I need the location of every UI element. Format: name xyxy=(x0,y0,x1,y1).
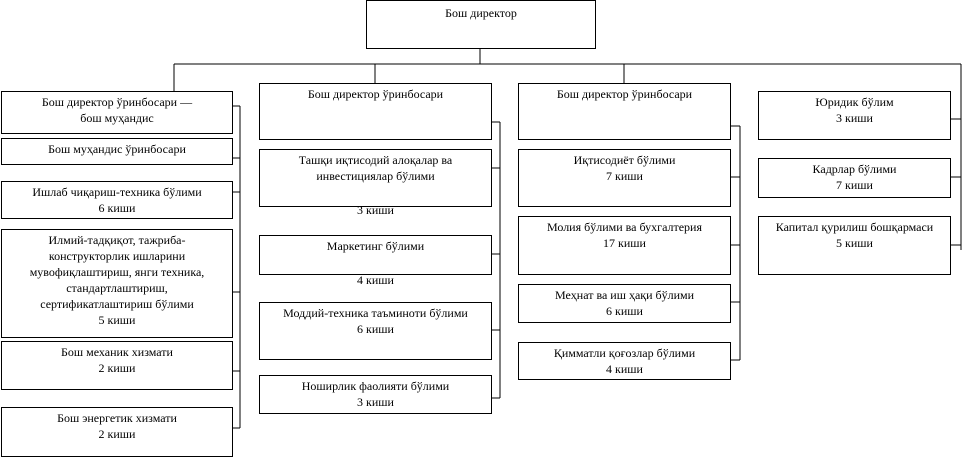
department-name: инвестициялар бўлими xyxy=(316,169,435,183)
department-box: Бош директор ўринбосари xyxy=(518,83,731,140)
department-box: Илмий-тадқиқот, тажриба-конструкторлик и… xyxy=(1,229,233,338)
staff-count: 6 киши xyxy=(357,322,394,336)
staff-count: 2 киши xyxy=(98,361,136,375)
department-name: Бош директор ўринбосари xyxy=(556,87,693,101)
department-name: сертификатлаштириш бўлими xyxy=(40,297,194,311)
department-name: Моддий-техника таъминоти бўлими xyxy=(283,306,468,320)
department-name: Кадрлар бўлими xyxy=(812,162,897,176)
staff-count: 6 киши xyxy=(606,304,643,318)
department-name: Молия бўлими ва бухгалтерия xyxy=(546,220,702,234)
department-box: Ташқи иқтисодий алоқалар ва инвестициялар… xyxy=(259,149,492,217)
department-name: Юридик бўлим xyxy=(815,95,894,109)
department-name: Илмий-тадқиқот, тажриба- xyxy=(48,233,186,247)
general-director-box: Бош директор xyxy=(366,0,596,49)
department-name: стандартлаштириш, xyxy=(66,281,168,295)
department-box: Қимматли қоғозлар бўлими 4 киши xyxy=(518,342,731,380)
department-name: Ташқи иқтисодий алоқалар ва xyxy=(298,153,453,167)
department-name: Меҳнат ва иш ҳақи бўлими xyxy=(554,288,695,302)
department-name: бош муҳандис xyxy=(80,111,154,125)
department-box: Бош механик хизмати 2 киши xyxy=(1,341,233,390)
staff-count: 3 киши xyxy=(836,111,873,125)
department-box: Ишлаб чиқариш-техника бўлими 6 киши xyxy=(1,181,233,219)
staff-count: 3 киши xyxy=(357,395,394,409)
department-box: Капитал қурилиш бошқармаси 5 киши xyxy=(758,216,951,275)
staff-count: 6 киши xyxy=(98,201,136,215)
department-name: Капитал қурилиш бошқармаси xyxy=(775,220,934,234)
department-name: конструкторлик ишларини xyxy=(48,249,186,263)
department-name: Бош энергетик хизмати xyxy=(57,411,177,425)
staff-count: 7 киши xyxy=(836,178,873,192)
department-name: Қимматли қоғозлар бўлими xyxy=(553,346,696,360)
staff-count: 3 киши xyxy=(357,203,394,217)
department-box: Молия бўлими ва бухгалтерия 17 киши xyxy=(518,216,731,275)
department-box: Бош муҳандис ўринбосари xyxy=(1,138,233,165)
department-box: Бош энергетик хизмати 2 киши xyxy=(1,407,233,457)
staff-count: 7 киши xyxy=(606,169,643,183)
department-box: Юридик бўлим 3 киши xyxy=(758,91,951,140)
department-name: Бош механик хизмати xyxy=(61,345,173,359)
department-name: Ноширлик фаолияти бўлими xyxy=(301,379,450,393)
department-name: Ишлаб чиқариш-техника бўлими xyxy=(32,185,202,199)
department-box: Кадрлар бўлими 7 киши xyxy=(758,158,951,198)
department-box: Ноширлик фаолияти бўлими 3 киши xyxy=(259,375,492,414)
department-name: мувофиқлаштириш, янги техника, xyxy=(29,265,205,279)
department-name: Бош директор ўринбосари xyxy=(307,87,444,101)
staff-count: 4 киши xyxy=(606,362,643,376)
department-name: Бош муҳандис ўринбосари xyxy=(48,142,186,156)
staff-count: 4 киши xyxy=(357,273,394,287)
staff-count: 2 киши xyxy=(98,427,136,441)
department-box: Бош директор ўринбосари xyxy=(259,83,492,140)
department-name: Бош директор ўринбосари — xyxy=(41,95,193,109)
staff-count: 5 киши xyxy=(836,236,873,250)
department-box: Маркетинг бўлими 4 киши xyxy=(259,235,492,287)
department-box: Бош директор ўринбосари — бош муҳандис xyxy=(1,91,233,134)
department-name: Маркетинг бўлими xyxy=(326,239,425,253)
box-title: Бош директор xyxy=(445,6,517,20)
staff-count: 5 киши xyxy=(98,313,136,327)
department-box: Меҳнат ва иш ҳақи бўлими 6 киши xyxy=(518,284,731,323)
department-box: Моддий-техника таъминоти бўлими 6 киши xyxy=(259,302,492,360)
department-box: Иқтисодиёт бўлими 7 киши xyxy=(518,149,731,207)
staff-count: 17 киши xyxy=(603,236,646,250)
department-name: Иқтисодиёт бўлими xyxy=(573,153,676,167)
